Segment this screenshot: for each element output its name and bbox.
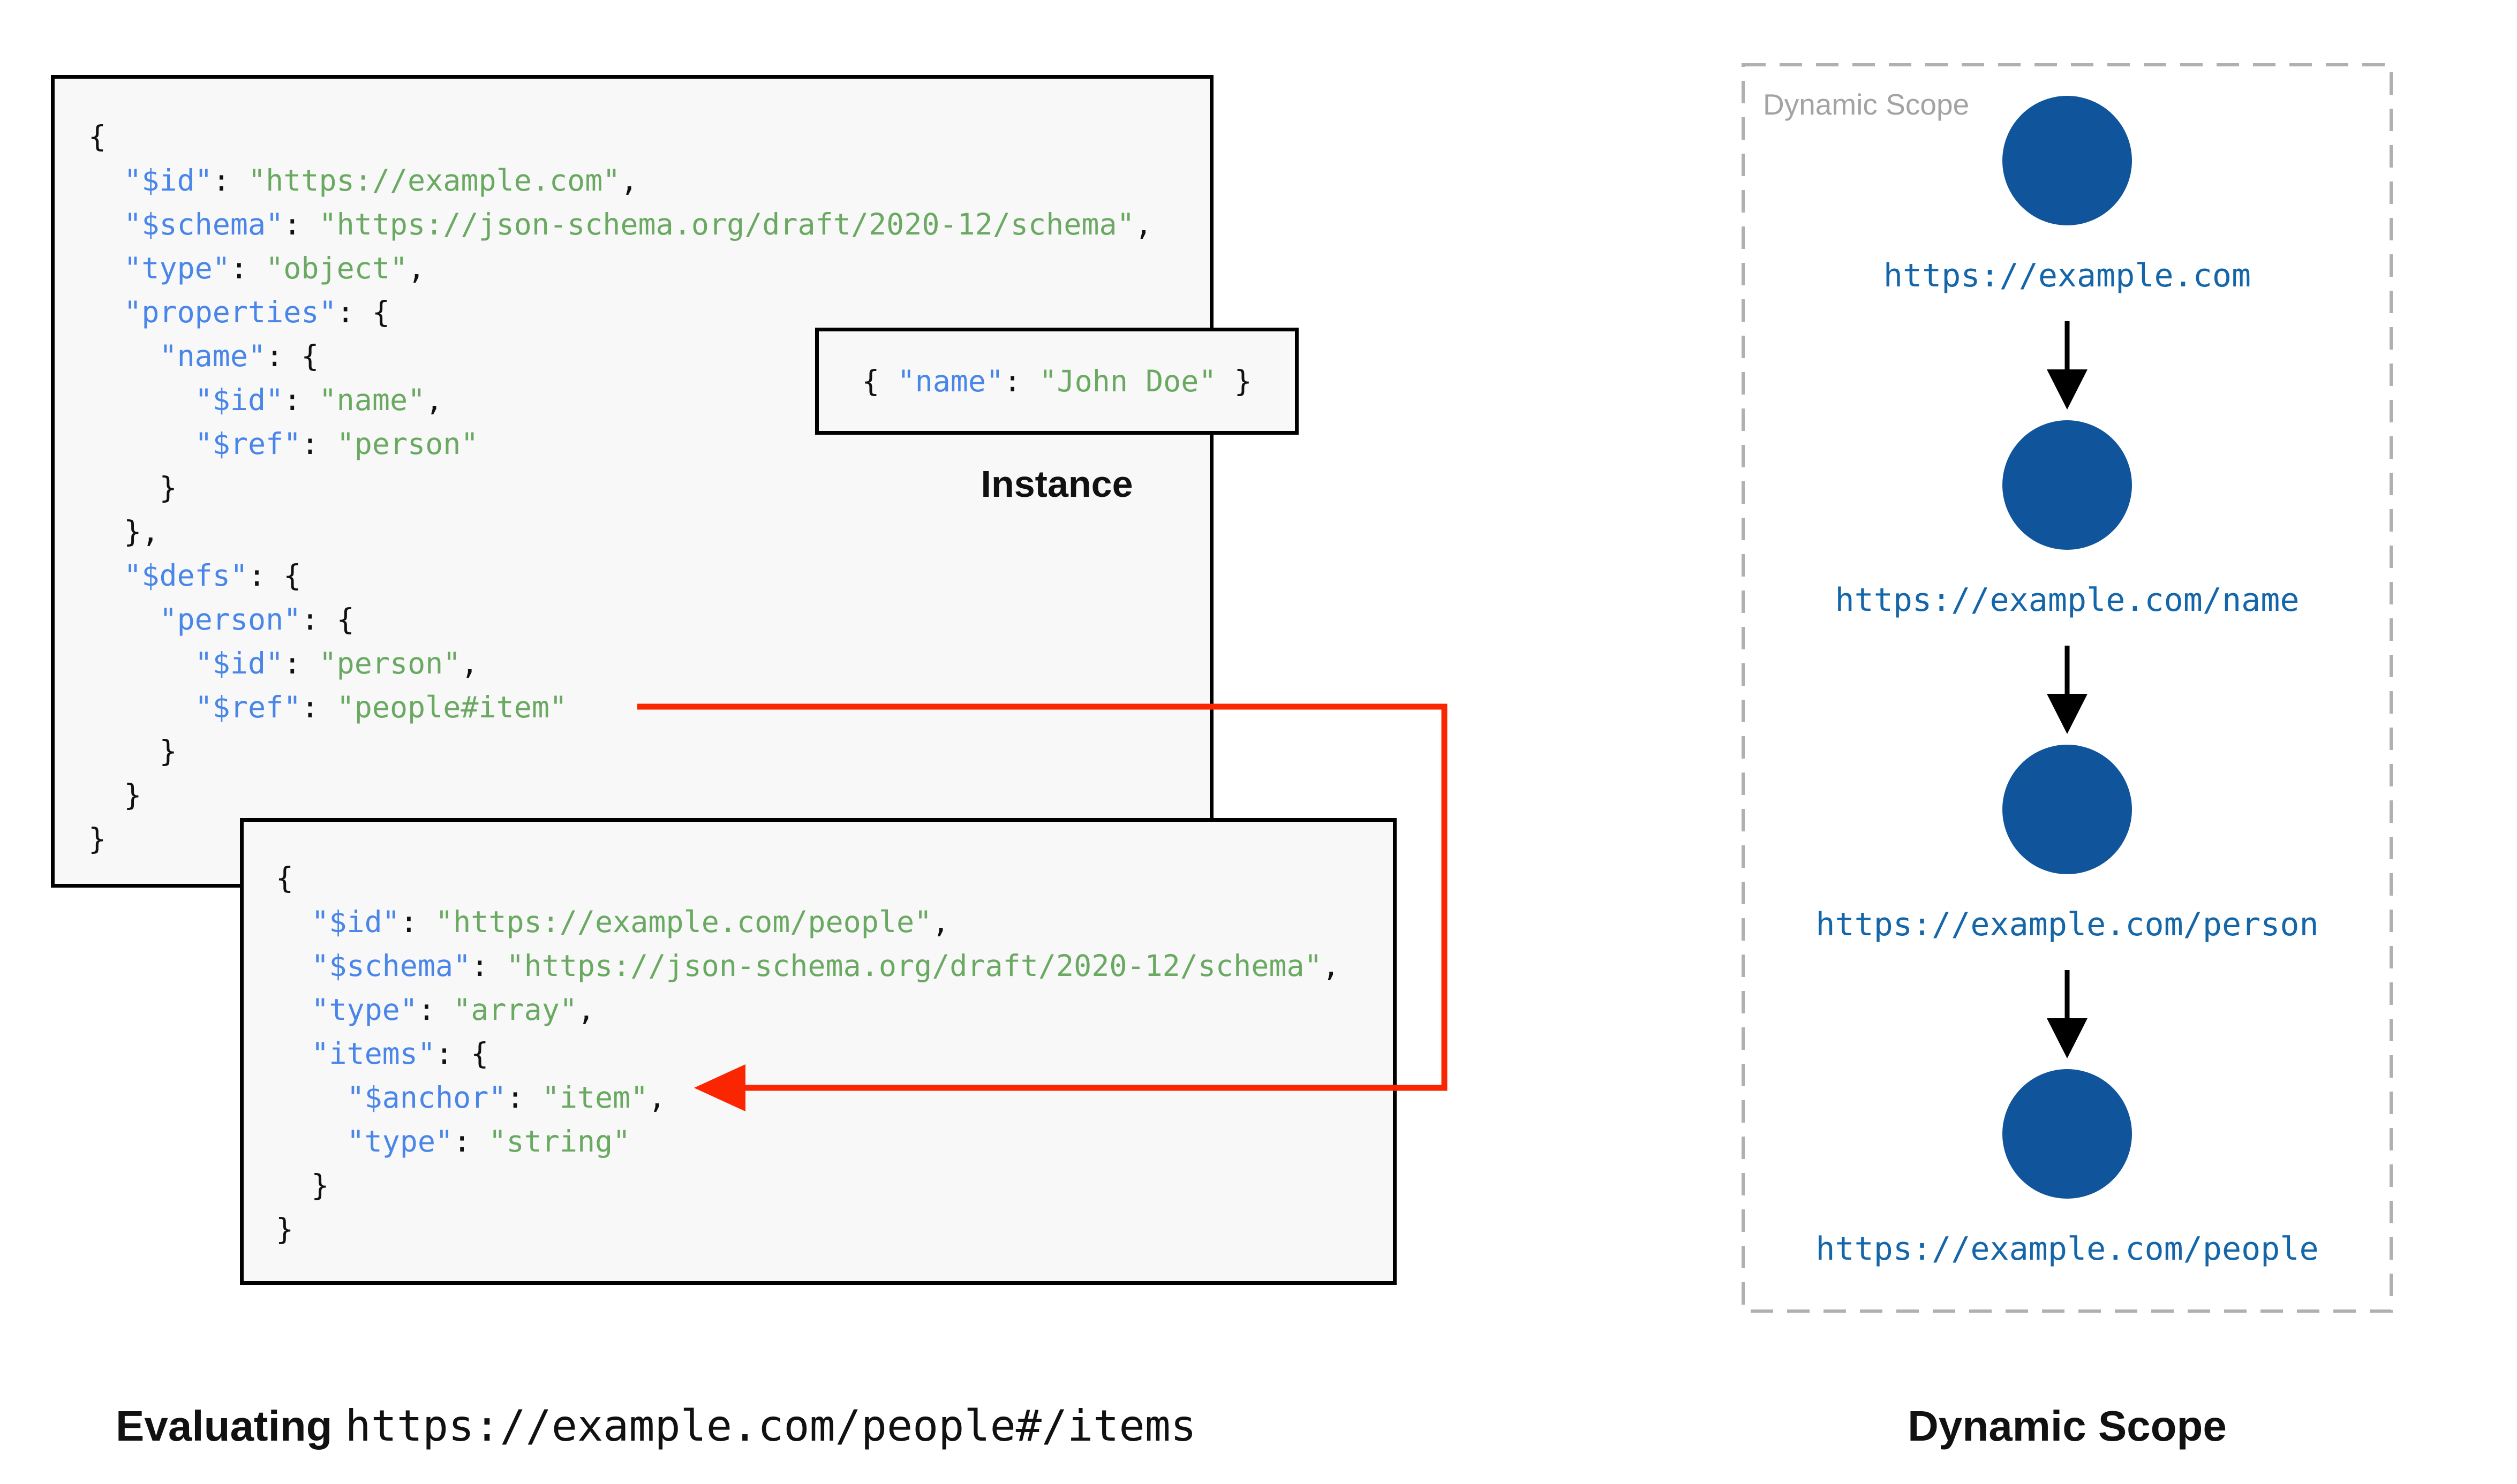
evaluating-caption-label: Evaluating [116, 1402, 333, 1450]
scope-arrow-1-head-icon [2047, 369, 2088, 410]
people-schema-code: { "$id": "https://example.com/people", "… [276, 861, 1340, 1246]
instance-box: { "name": "John Doe" } [815, 328, 1299, 435]
evaluating-schema-code: { "$id": "https://example.com", "$schema… [88, 119, 1152, 856]
evaluating-caption-url: https://example.com/people#/items [345, 1401, 1196, 1451]
scope-node-url-1: https://example.com [1883, 257, 2251, 294]
scope-node-circle-1 [2002, 96, 2132, 225]
scope-arrow-3-head-icon [2047, 1018, 2088, 1058]
scope-node-url-3: https://example.com/person [1815, 906, 2319, 943]
dynamic-scope-caption: Dynamic Scope [1908, 1402, 2227, 1450]
scope-node-circle-2 [2002, 420, 2132, 550]
scope-node-url-4: https://example.com/people [1815, 1230, 2319, 1268]
dynamic-scope-watermark: Dynamic Scope [1763, 88, 1970, 121]
instance-label: Instance [981, 463, 1133, 505]
people-schema-panel: { "$id": "https://example.com/people", "… [240, 818, 1397, 1285]
scope-node-circle-3 [2002, 745, 2132, 874]
scope-arrow-2-head-icon [2047, 694, 2088, 734]
evaluating-schema-panel: { "$id": "https://example.com", "$schema… [51, 75, 1214, 888]
dynamic-scope-border [1742, 63, 2393, 1313]
scope-node-url-2: https://example.com/name [1835, 581, 2300, 619]
instance-code: { "name": "John Doe" } [862, 364, 1252, 398]
scope-node-circle-4 [2002, 1069, 2132, 1199]
